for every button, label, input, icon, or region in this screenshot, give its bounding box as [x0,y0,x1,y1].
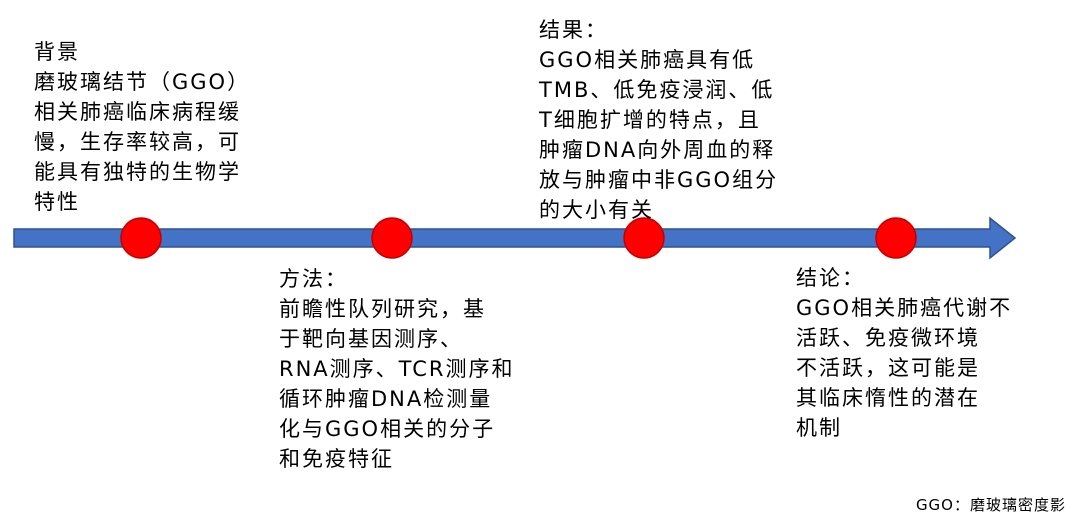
results-line: TMB、低免疫浸润、低 [539,78,775,102]
milestone-marker-background [120,217,162,259]
methods-line: RNA测序、TCR测序和 [279,357,515,381]
results-line: 肿瘤DNA向外周血的释 [539,138,776,162]
timeline-arrow [13,216,1017,260]
conclusion-text-block: 结论： GGO相关肺癌代谢不 活跃、免疫微环境 不活跃，这可能是 其临床惰性的潜… [796,263,1012,443]
methods-text-block: 方法： 前瞻性队列研究，基 于靶向基因测序、 RNA测序、TCR测序和 循环肿瘤… [279,264,515,474]
background-line: 能具有独特的生物学 [34,160,241,184]
results-text-block: 结果： GGO相关肺癌具有低 TMB、低免疫浸润、低 T细胞扩增的特点，且 肿瘤… [539,15,778,225]
milestone-marker-conclusion [875,217,917,259]
conclusion-line: 机制 [796,416,842,440]
background-line: 磨玻璃结节（GGO） [34,70,251,94]
methods-line: 循环肿瘤DNA检测量 [279,387,493,411]
results-title: 结果： [539,18,608,42]
methods-line: 前瞻性队列研究，基 [279,297,486,321]
methods-title: 方法： [279,267,348,291]
background-line: 特性 [34,190,80,214]
conclusion-line: 其临床惰性的潜在 [796,386,980,410]
milestone-marker-methods [371,217,413,259]
methods-line: 和免疫特征 [279,447,394,471]
results-line: 的大小有关 [539,198,654,222]
conclusion-line: 不活跃，这可能是 [796,356,980,380]
conclusion-title: 结论： [796,266,865,290]
results-line: 放与肿瘤中非GGO组分 [539,168,779,192]
background-title: 背景 [34,40,80,64]
background-line: 相关肺癌临床病程缓 [34,100,241,124]
results-line: T细胞扩增的特点，且 [539,108,761,132]
conclusion-line: GGO相关肺癌代谢不 [796,296,1013,320]
background-line: 慢，生存率较高，可 [34,130,241,154]
methods-line: 于靶向基因测序、 [279,327,463,351]
results-line: GGO相关肺癌具有低 [539,48,756,72]
methods-line: 化与GGO相关的分子 [279,417,496,441]
background-text-block: 背景 磨玻璃结节（GGO） 相关肺癌临床病程缓 慢，生存率较高，可 能具有独特的… [34,37,250,217]
abbreviation-footnote: GGO：磨玻璃密度影 [915,496,1066,514]
milestone-marker-results [623,217,665,259]
conclusion-line: 活跃、免疫微环境 [796,326,980,350]
